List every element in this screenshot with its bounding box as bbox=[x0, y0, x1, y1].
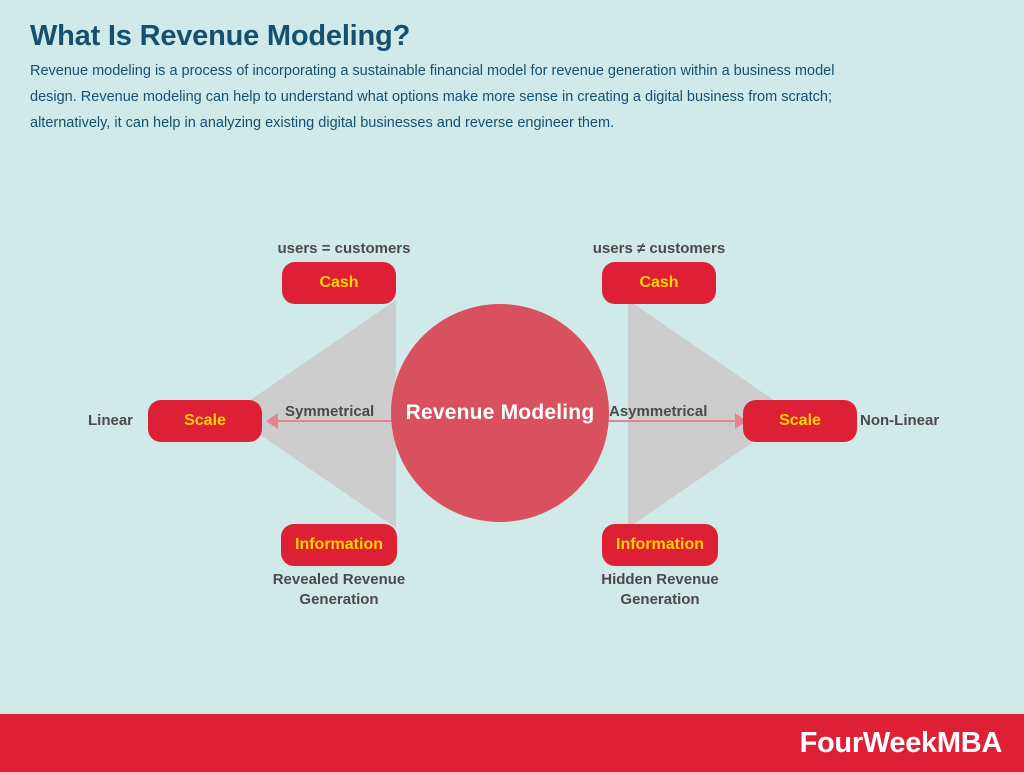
page-description: Revenue modeling is a process of incorpo… bbox=[30, 63, 835, 131]
brand-logo: FourWeekMBA bbox=[799, 726, 1003, 759]
symmetrical-arrow-line bbox=[276, 420, 476, 422]
header: What Is Revenue Modeling? Revenue modeli… bbox=[30, 20, 930, 137]
right-condition-label: users ≠ customers bbox=[592, 240, 726, 257]
asymmetrical-arrow-line bbox=[546, 420, 746, 422]
left-cash-pill[interactable]: Cash bbox=[282, 262, 396, 304]
linear-label: Linear bbox=[88, 412, 134, 429]
right-information-pill[interactable]: Information bbox=[602, 524, 718, 566]
hidden-revenue-label: Hidden Revenue Generation bbox=[601, 571, 719, 608]
symmetrical-label: Symmetrical bbox=[285, 403, 375, 420]
right-cash-pill[interactable]: Cash bbox=[602, 262, 716, 304]
non-linear-label: Non-Linear bbox=[860, 412, 940, 429]
center-circle-label: Revenue Modeling bbox=[405, 401, 595, 424]
page-title: What Is Revenue Modeling? bbox=[30, 20, 411, 52]
footer-bar: FourWeekMBA bbox=[0, 714, 1024, 772]
left-condition-label: users = customers bbox=[277, 240, 411, 257]
left-scale-pill[interactable]: Scale bbox=[148, 400, 262, 442]
diagram-canvas: Revenue Modeling users = customers users… bbox=[0, 150, 1024, 710]
symmetrical-arrow-head-icon bbox=[266, 413, 278, 429]
right-scale-pill[interactable]: Scale bbox=[743, 400, 857, 442]
revealed-revenue-label: Revealed Revenue Generation bbox=[272, 571, 406, 608]
center-circle: Revenue Modeling bbox=[391, 304, 609, 522]
left-information-pill[interactable]: Information bbox=[281, 524, 397, 566]
asymmetrical-label: Asymmetrical bbox=[609, 403, 708, 420]
